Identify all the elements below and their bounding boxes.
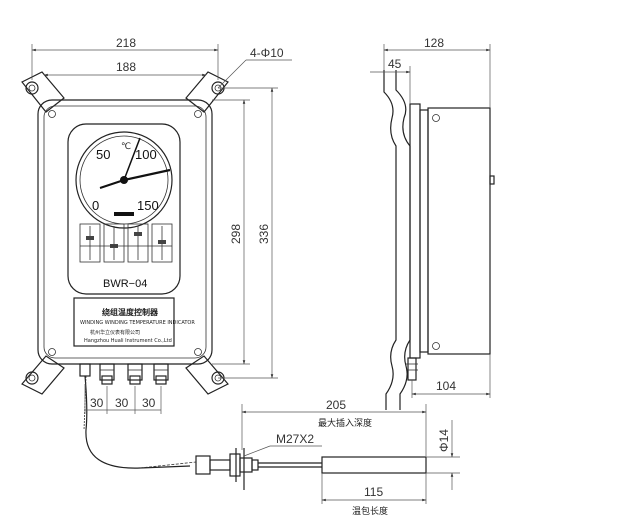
switch-slot-2 (103, 223, 125, 263)
cable-glands (79, 363, 169, 385)
wall-bracket (383, 70, 397, 410)
mounting-ear-bottom-right (185, 355, 229, 395)
dim-128: 128 (424, 36, 444, 50)
dim-115: 115 (364, 485, 383, 499)
armored-cable (139, 461, 197, 469)
housing-outer (37, 99, 213, 365)
dim-pitch-3: 30 (142, 396, 156, 410)
mounting-ear-top-left (21, 71, 65, 113)
nameplate-maker-en: Hangzhou Huali Instrument Co.,Ltd (84, 338, 172, 344)
switch-slot-1 (79, 223, 101, 263)
scale-label-0: 0 (92, 198, 99, 213)
nameplate-title: 绕组温度控制器 (102, 307, 159, 317)
capillary-tube (84, 375, 191, 469)
scale-label-100: 100 (135, 147, 157, 162)
dim-298: 298 (229, 224, 243, 244)
mounting-ear-bottom-left (21, 355, 65, 395)
pointer-needle (123, 168, 171, 182)
side-flange (409, 103, 421, 359)
probe-gland (229, 453, 241, 477)
nameplate-subtitle: WINDING WINDING TEMPERATURE INDICATOR (80, 320, 195, 326)
screw-icon (194, 110, 202, 118)
dim-336: 336 (257, 224, 271, 244)
dim-dia-14: Φ14 (437, 429, 451, 452)
front-view: 50 100 0 150 ℃ BWR (21, 36, 292, 469)
dim-holes: 4-Φ10 (250, 46, 284, 60)
probe-fitting (209, 459, 231, 471)
screw-icon (48, 110, 56, 118)
dim-205: 205 (326, 398, 346, 412)
switch-panel (79, 223, 173, 263)
dial-window (67, 123, 181, 295)
nameplate: 绕组温度控制器 WINDING WINDING TEMPERATURE INDI… (73, 297, 195, 347)
pointer-hub (120, 176, 128, 184)
dim-104: 104 (436, 379, 456, 393)
temperature-dial: 50 100 0 150 ℃ (75, 131, 173, 229)
probe-nut (195, 455, 211, 475)
dim-pitch-1: 30 (90, 396, 104, 410)
housing-inner (43, 105, 207, 359)
thread-label: M27X2 (276, 432, 314, 446)
dim-45: 45 (388, 57, 402, 71)
screw-icon (48, 348, 56, 356)
scale-label-50: 50 (96, 147, 110, 162)
model-label: BWR−04 (103, 278, 147, 290)
bulb-length-label: 温包长度 (352, 505, 388, 517)
probe-bulb (321, 456, 427, 474)
switch-slot-3 (127, 223, 149, 263)
dim-218: 218 (116, 36, 136, 50)
screw-icon (194, 348, 202, 356)
side-view: 128 45 104 (370, 36, 495, 410)
max-insert-depth-label: 最大插入深度 (318, 417, 372, 429)
side-body (427, 107, 491, 355)
pointer-needle (99, 179, 125, 189)
unit-label: ℃ (121, 142, 131, 152)
nameplate-maker-cn: 杭州华立仪表有限公司 (90, 329, 140, 336)
temperature-probe: 205 最大插入深度 M27X2 Φ14 115 温包长度 (139, 398, 460, 517)
scale-label-150: 150 (137, 198, 159, 213)
dim-pitch-2: 30 (115, 396, 129, 410)
switch-slot-4 (151, 223, 173, 263)
nameplate-frame (73, 297, 175, 347)
pointer-needle (123, 137, 141, 181)
dial-mark (114, 212, 134, 216)
dim-188: 188 (116, 60, 136, 74)
